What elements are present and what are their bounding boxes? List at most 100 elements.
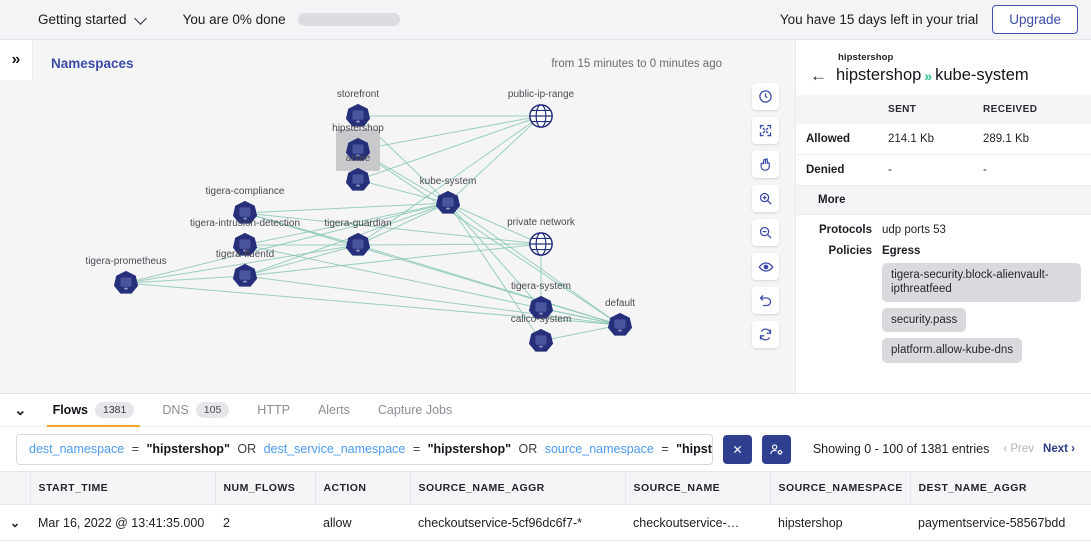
clear-search-button[interactable] xyxy=(722,434,752,464)
tab-dns[interactable]: DNS 105 xyxy=(148,394,243,426)
graph-time-range: from 15 minutes to 0 minutes ago xyxy=(551,58,722,70)
policies-label: Policies xyxy=(828,245,872,257)
graph-node-label: tigera-fluentd xyxy=(215,249,275,260)
user-settings-button[interactable] xyxy=(761,434,791,464)
search-input[interactable]: dest_namespace = "hipstershop" OR dest_s… xyxy=(16,433,713,465)
next-label: Next xyxy=(1043,443,1068,455)
protocols-label: Protocols xyxy=(818,224,872,236)
graph-node-label: hipstershop xyxy=(332,123,384,134)
flows-col-source_name[interactable]: SOURCE_NAME xyxy=(625,471,771,505)
tab-capture-jobs[interactable]: Capture Jobs xyxy=(364,394,466,426)
query-text: dest_namespace = "hipstershop" OR dest_s… xyxy=(29,442,712,456)
flow-direction-icon: » xyxy=(924,67,933,84)
detail-title-row: ← hipstershop » kube-system xyxy=(810,66,1077,85)
egress-label: Egress xyxy=(882,245,921,257)
tab-http[interactable]: HTTP xyxy=(243,394,304,426)
collapse-panel-icon[interactable]: ⌄ xyxy=(14,402,27,419)
flow-detail-panel: hipstershop ← hipstershop » kube-system … xyxy=(795,40,1091,393)
back-arrow-icon[interactable]: ← xyxy=(810,66,827,85)
eye-icon[interactable] xyxy=(752,253,779,280)
graph-node-label: tigera-compliance xyxy=(205,186,285,197)
hand-icon[interactable] xyxy=(752,151,779,178)
protocols-value: udp ports 53 xyxy=(882,224,946,236)
expand-icon[interactable] xyxy=(752,117,779,144)
tab-alerts[interactable]: Alerts xyxy=(304,394,364,426)
sidebar-expand-button[interactable]: » xyxy=(0,40,33,80)
next-page-button[interactable]: Next › xyxy=(1043,443,1075,455)
cell-start-time: Mar 16, 2022 @ 13:41:35.000 xyxy=(30,504,215,541)
col-blank xyxy=(796,95,878,124)
policy-pill[interactable]: platform.allow-kube-dns xyxy=(882,338,1023,363)
table-header-row: SENT RECEIVED xyxy=(796,95,1091,124)
tab-badge: 105 xyxy=(195,402,230,418)
top-bar: Getting started You are 0% done You have… xyxy=(0,0,1091,40)
traffic-received: - xyxy=(983,164,987,176)
search-row: dest_namespace = "hipstershop" OR dest_s… xyxy=(0,426,1091,471)
row-expand-icon[interactable]: ⌄ xyxy=(0,504,30,541)
traffic-row: Denied-- xyxy=(796,155,1091,186)
graph-node-label: public-ip-range xyxy=(507,89,575,100)
graph-node-label: calico-system xyxy=(510,314,572,325)
flows-col-source_name_aggr[interactable]: SOURCE_NAME_AGGR xyxy=(410,471,626,505)
clock-icon[interactable] xyxy=(752,83,779,110)
refresh-icon[interactable] xyxy=(752,321,779,348)
graph-title: Namespaces xyxy=(51,56,134,71)
flows-col-num_flows[interactable]: NUM_FLOWS xyxy=(215,471,316,505)
detail-breadcrumb: hipstershop xyxy=(838,52,894,63)
col-received: RECEIVED xyxy=(973,95,1091,124)
upgrade-button[interactable]: Upgrade xyxy=(992,5,1078,34)
traffic-received: 289.1 Kb xyxy=(983,133,1030,145)
tab-label: HTTP xyxy=(257,403,290,417)
query-token-op: = xyxy=(412,442,421,456)
detail-title-dest: kube-system xyxy=(935,66,1029,84)
query-token-bool: OR xyxy=(237,442,257,456)
cell-source-name: checkoutservice-… xyxy=(625,504,770,541)
graph-node-label: private network xyxy=(507,217,575,228)
zoom-out-icon[interactable] xyxy=(752,219,779,246)
graph-node-label: acme xyxy=(345,153,371,164)
prev-label: Prev xyxy=(1010,443,1035,455)
zoom-in-icon[interactable] xyxy=(752,185,779,212)
policy-pill[interactable]: tigera-security.block-alienvault-ipthrea… xyxy=(882,263,1081,302)
query-token-op: = xyxy=(661,442,669,456)
undo-icon[interactable] xyxy=(752,287,779,314)
cell-source-name-aggr: checkoutservice-5cf96dc6f7-* xyxy=(410,504,625,541)
service-graph[interactable]: Namespaces from 15 minutes to 0 minutes … xyxy=(0,40,795,393)
flows-col-dest_name_aggr[interactable]: DEST_NAME_AGGR xyxy=(910,471,1091,505)
cell-action: allow xyxy=(315,504,410,541)
onboarding-progress-bar xyxy=(297,13,400,26)
graph-node-label: tigera-intrusion-detection xyxy=(189,218,301,229)
graph-node-label: tigera-prometheus xyxy=(85,256,167,267)
query-token-bool: OR xyxy=(518,442,538,456)
traffic-sent: 214.1 Kb xyxy=(888,133,935,145)
getting-started-menu[interactable]: Getting started xyxy=(38,11,147,27)
flows-col-start_time[interactable]: START_TIME xyxy=(30,471,216,505)
tab-label: Alerts xyxy=(317,403,350,417)
flows-col-source_namespace[interactable]: SOURCE_NAMESPACE xyxy=(770,471,911,505)
prev-page-button[interactable]: ‹ Prev xyxy=(1003,443,1035,455)
graph-node-label: kube-system xyxy=(419,176,477,187)
policies-value: Egress tigera-security.block-alienvault-… xyxy=(882,245,1081,369)
query-token-str: "hipstershop" xyxy=(427,442,512,456)
traffic-row-label: Denied xyxy=(806,164,845,176)
protocols-row: Protocols udp ports 53 xyxy=(796,215,1091,236)
query-token-op: = xyxy=(131,442,139,456)
cell-dest-name-aggr: paymentservice-58567bdd xyxy=(910,504,1091,541)
policy-pill[interactable]: security.pass xyxy=(882,307,967,333)
flows-col-action[interactable]: ACTION xyxy=(315,471,411,505)
cell-num-flows: 2 xyxy=(215,504,315,541)
detail-title-source: hipstershop xyxy=(836,66,922,84)
graph-node-label: tigera-guardian xyxy=(324,218,392,229)
query-token-field: source_namespace xyxy=(544,442,654,456)
flows-col-expand[interactable] xyxy=(0,471,31,505)
trial-status-text: You have 15 days left in your trial xyxy=(779,12,979,27)
tab-label: DNS xyxy=(162,403,189,417)
